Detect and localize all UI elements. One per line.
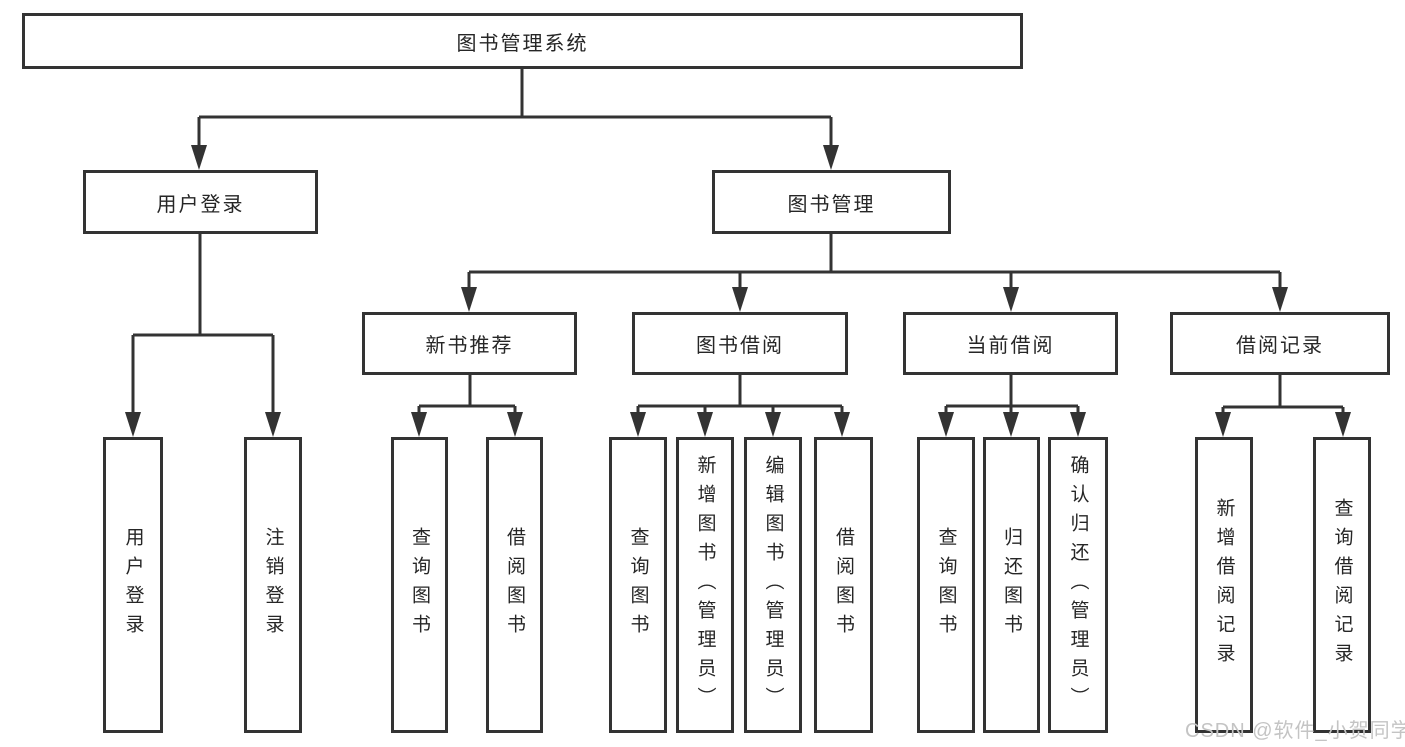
leaf-add-book-admin-label: 新增图书（管理员） <box>694 454 716 716</box>
leaf-query-book-3-label: 查询图书 <box>935 527 957 643</box>
leaf-query-book-1-label: 查询图书 <box>409 527 430 643</box>
node-current-borrow-label: 当前借阅 <box>966 335 1055 357</box>
leaf-user-login-label: 用户登录 <box>122 527 144 643</box>
leaf-borrow-book-1-label: 借阅图书 <box>504 527 525 643</box>
node-new-book-rec: 新书推荐 <box>362 312 577 375</box>
node-root-label: 图书管理系统 <box>456 32 589 55</box>
leaf-query-borrow-record-label: 查询借阅记录 <box>1331 498 1353 672</box>
leaf-logout: 注销登录 <box>244 437 302 733</box>
leaf-confirm-return-admin-label: 确认归还（管理员） <box>1067 454 1089 716</box>
leaf-return-book-label: 归还图书 <box>1001 527 1022 643</box>
leaf-borrow-book-1: 借阅图书 <box>486 437 543 733</box>
connector-book-borrow-children <box>630 374 850 437</box>
node-user-login: 用户登录 <box>83 170 318 234</box>
connector-book-mgmt-children <box>461 234 1288 312</box>
node-root: 图书管理系统 <box>22 13 1023 69</box>
leaf-query-book-3: 查询图书 <box>917 437 975 733</box>
connector-current-borrow-children <box>938 374 1086 437</box>
leaf-query-book-2: 查询图书 <box>609 437 667 733</box>
leaf-user-login: 用户登录 <box>103 437 163 733</box>
connector-root-to-branches <box>191 69 839 170</box>
node-borrow-record-label: 借阅记录 <box>1236 335 1324 357</box>
leaf-logout-label: 注销登录 <box>262 527 284 643</box>
node-book-mgmt-label: 图书管理 <box>787 193 876 216</box>
node-book-mgmt: 图书管理 <box>712 170 951 234</box>
leaf-borrow-book-2: 借阅图书 <box>814 437 873 733</box>
node-new-book-rec-label: 新书推荐 <box>425 335 514 357</box>
leaf-edit-book-admin-label: 编辑图书（管理员） <box>762 454 784 716</box>
leaf-borrow-book-2-label: 借阅图书 <box>833 527 854 643</box>
connector-user-login-children <box>125 234 281 437</box>
node-borrow-record: 借阅记录 <box>1170 312 1390 375</box>
connector-new-book-children <box>411 374 523 437</box>
leaf-add-borrow-record: 新增借阅记录 <box>1195 437 1253 733</box>
csdn-watermark: CSDN @软件_小贺同学 <box>1185 720 1405 742</box>
leaf-query-borrow-record: 查询借阅记录 <box>1313 437 1371 733</box>
node-user-login-label: 用户登录 <box>156 193 245 216</box>
node-current-borrow: 当前借阅 <box>903 312 1118 375</box>
leaf-query-book-2-label: 查询图书 <box>627 527 649 643</box>
leaf-add-book-admin: 新增图书（管理员） <box>676 437 734 733</box>
leaf-return-book: 归还图书 <box>983 437 1040 733</box>
leaf-edit-book-admin: 编辑图书（管理员） <box>744 437 802 733</box>
connector-borrow-record-children <box>1215 374 1351 437</box>
node-book-borrow-label: 图书借阅 <box>696 335 784 357</box>
leaf-confirm-return-admin: 确认归还（管理员） <box>1048 437 1108 733</box>
leaf-query-book-1: 查询图书 <box>391 437 448 733</box>
leaf-add-borrow-record-label: 新增借阅记录 <box>1213 498 1235 672</box>
node-book-borrow: 图书借阅 <box>632 312 848 375</box>
